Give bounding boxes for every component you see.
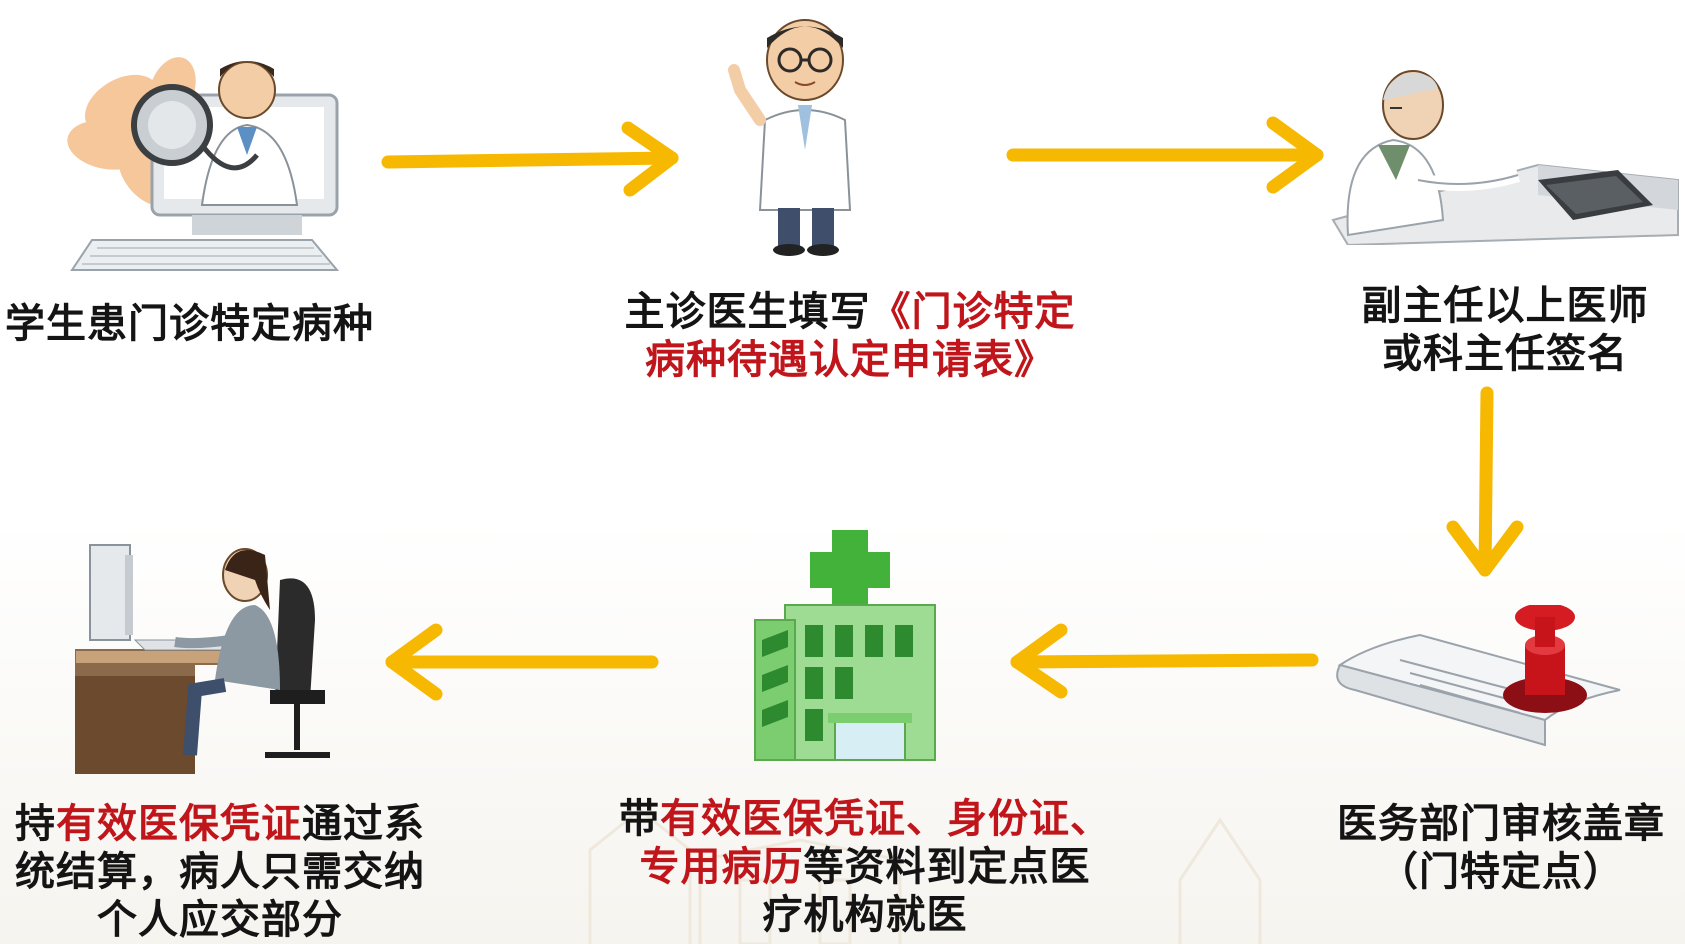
step5-line1-prefix: 带 xyxy=(619,796,660,842)
step3-line1: 副主任以上医师 xyxy=(1361,283,1649,329)
step2-caption: 主诊医生填写《门诊特定 病种待遇认定申请表》 xyxy=(600,288,1100,384)
hospital-building-icon xyxy=(754,530,936,761)
step5-caption: 带有效医保凭证、身份证、 专用病历等资料到定点医 疗机构就医 xyxy=(605,795,1125,939)
step6-line1-highlight: 有效医保凭证 xyxy=(56,801,302,847)
step5-line3: 疗机构就医 xyxy=(762,892,968,938)
step2-line2: 病种待遇认定申请表》 xyxy=(645,337,1055,383)
doctor-pointing-icon xyxy=(728,19,852,256)
step5-line1-highlight: 有效医保凭证、身份证、 xyxy=(660,796,1111,842)
step2-line1-prefix: 主诊医生填写 xyxy=(624,289,871,335)
step5-line2-highlight: 专用病历 xyxy=(639,844,804,890)
step6-line1-prefix: 持 xyxy=(15,801,56,847)
step5-line2-suffix: 等资料到定点医 xyxy=(803,844,1091,890)
cashier-computer-icon xyxy=(75,544,330,774)
step2-line1: 主诊医生填写《门诊特定 xyxy=(600,288,1100,336)
step4-line2: （门特定点） xyxy=(1378,849,1624,895)
step6-line2: 统结算，病人只需交纳 xyxy=(15,849,425,895)
arrow-down-icon xyxy=(1446,386,1524,577)
step5-line1: 带有效医保凭证、身份证、 xyxy=(605,795,1125,843)
step3-line2: 或科主任签名 xyxy=(1382,331,1628,377)
step6-line1-suffix: 通过系 xyxy=(302,801,425,847)
step1-text: 学生患门诊特定病种 xyxy=(5,301,374,347)
arrow-right-2-icon xyxy=(1006,116,1324,194)
arrow-right-1-icon xyxy=(381,121,679,197)
step3-caption: 副主任以上医师 或科主任签名 xyxy=(1330,282,1680,378)
step2-line1-highlight: 《门诊特定 xyxy=(870,289,1076,335)
step6-line1: 持有效医保凭证通过系 xyxy=(0,800,440,848)
step6-line3: 个人应交部分 xyxy=(97,897,343,943)
arrow-left-2-icon xyxy=(385,623,659,701)
step1-caption: 学生患门诊特定病种 xyxy=(5,300,400,348)
step6-caption: 持有效医保凭证通过系 统结算，病人只需交纳 个人应交部分 xyxy=(0,800,440,944)
stamp-document-icon xyxy=(1336,605,1621,747)
senior-doctor-signing-icon xyxy=(1331,70,1679,245)
arrow-left-1-icon xyxy=(1010,623,1319,699)
step4-caption: 医务部门审核盖章 （门特定点） xyxy=(1320,800,1682,896)
doctor-stethoscope-computer-icon xyxy=(67,57,340,271)
step4-line1: 医务部门审核盖章 xyxy=(1337,801,1665,847)
step5-line2: 专用病历等资料到定点医 xyxy=(605,843,1125,891)
